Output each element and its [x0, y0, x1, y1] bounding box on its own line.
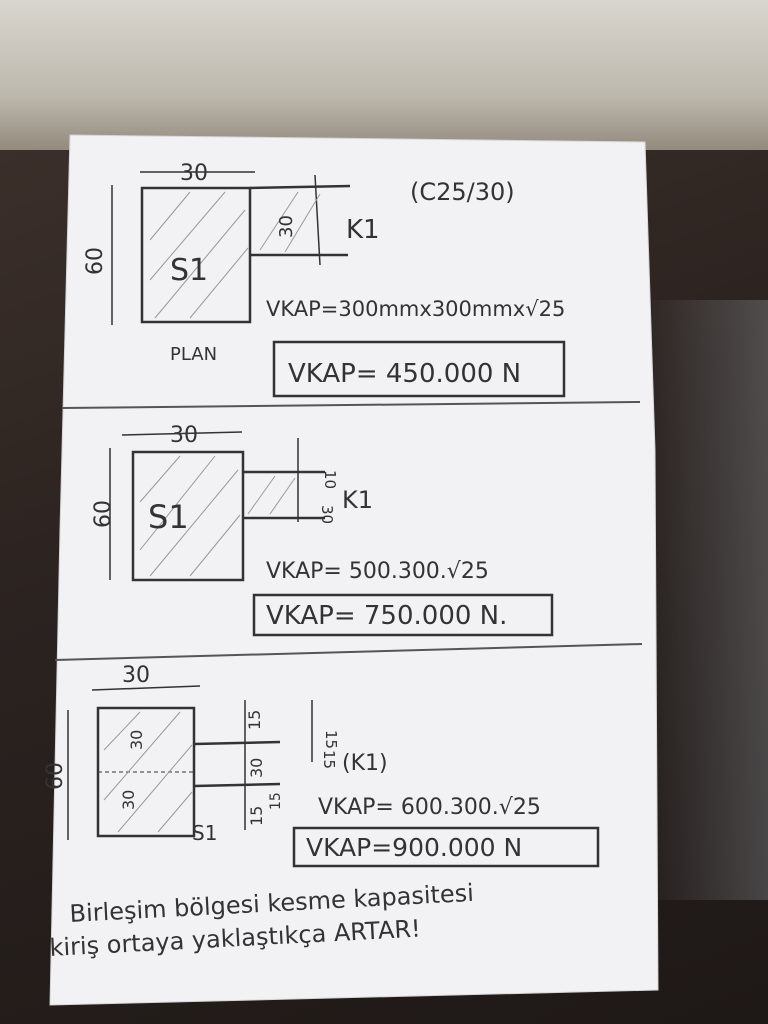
- top-beam-dim: 30: [276, 215, 297, 238]
- paper-sheet: 30 60 30 S1 K1 (C25/30) PLAN VKAP=300mmx…: [30, 130, 690, 1010]
- bottom-beam-bottom-line: [193, 782, 281, 788]
- middle-column-hatch: [139, 455, 296, 577]
- middle-beam-dim: 30: [318, 505, 336, 524]
- bottom-texts: 30 60 30 30 15 30 15 15 15 15 S1 (K1) VK…: [43, 663, 541, 862]
- bottom-beam-label: (K1): [342, 751, 388, 776]
- top-dim-30: 30: [180, 161, 208, 186]
- bottom-formula: VKAP= 600.300.√25: [318, 795, 541, 820]
- middle-column-label: S1: [148, 498, 189, 536]
- bottom-dim-15-d: 15: [322, 730, 340, 749]
- middle-formula: VKAP= 500.300.√25: [266, 559, 489, 584]
- bottom-dim-15-b: 15: [247, 806, 266, 826]
- bottom-dim-30-side: 30: [247, 758, 266, 778]
- bottom-result-box: [292, 826, 600, 868]
- bottom-section: [67, 685, 600, 868]
- top-dim-60: 60: [83, 247, 108, 275]
- middle-section: [109, 431, 554, 637]
- middle-dim-30: 30: [170, 423, 198, 448]
- top-beam-dim-line: [314, 174, 321, 266]
- background-glare: [640, 300, 768, 900]
- bottom-dim-15-c: 15: [268, 792, 284, 810]
- top-plan-label: PLAN: [170, 344, 217, 365]
- top-result: VKAP= 450.000 N: [288, 359, 521, 389]
- bottom-dim-15-a: 15: [245, 710, 264, 730]
- bottom-beam-top-line: [193, 740, 281, 746]
- middle-width-dim-line: [121, 431, 243, 436]
- top-formula: VKAP=300mmx300mmx√25: [266, 297, 565, 321]
- middle-result-box: [252, 593, 554, 637]
- middle-texts: 30 60 10 30 S1 K1 VKAP= 500.300.√25 VKAP…: [91, 423, 507, 631]
- middle-dim-60: 60: [91, 500, 116, 528]
- middle-result: VKAP= 750.000 N.: [266, 601, 507, 631]
- bottom-dim-15-e: 15: [320, 750, 338, 769]
- top-column-label: S1: [170, 253, 208, 288]
- bottom-inner-dim-top: 30: [127, 730, 146, 750]
- bottom-dim-60: 60: [43, 762, 68, 790]
- top-concrete-grade: (C25/30): [410, 178, 515, 206]
- bottom-inner-dim-bottom: 30: [119, 790, 138, 810]
- background-wall: [0, 0, 768, 160]
- top-beam-label: K1: [346, 215, 380, 245]
- divider-2: [54, 643, 643, 661]
- bottom-column-hatch: [103, 711, 193, 833]
- top-texts: 30 60 30 S1 K1 (C25/30) PLAN VKAP=300mmx…: [83, 161, 565, 389]
- divider-1: [61, 401, 641, 409]
- bottom-dim-30: 30: [122, 663, 150, 688]
- top-beam-top-line: [249, 184, 351, 190]
- top-section: [111, 171, 566, 398]
- top-result-box: [272, 340, 566, 398]
- paper-outline: [49, 134, 659, 1006]
- top-column-hatch: [149, 191, 321, 319]
- middle-column-rect: [131, 450, 245, 582]
- bottom-column-label: S1: [192, 821, 217, 845]
- middle-dim-10: 10: [321, 470, 339, 489]
- middle-beam-label: K1: [342, 486, 373, 514]
- bottom-width-dim-line: [91, 685, 201, 691]
- bottom-result: VKAP=900.000 N: [306, 833, 522, 862]
- paper-drawing: 30 60 30 S1 K1 (C25/30) PLAN VKAP=300mmx…: [43, 134, 659, 1006]
